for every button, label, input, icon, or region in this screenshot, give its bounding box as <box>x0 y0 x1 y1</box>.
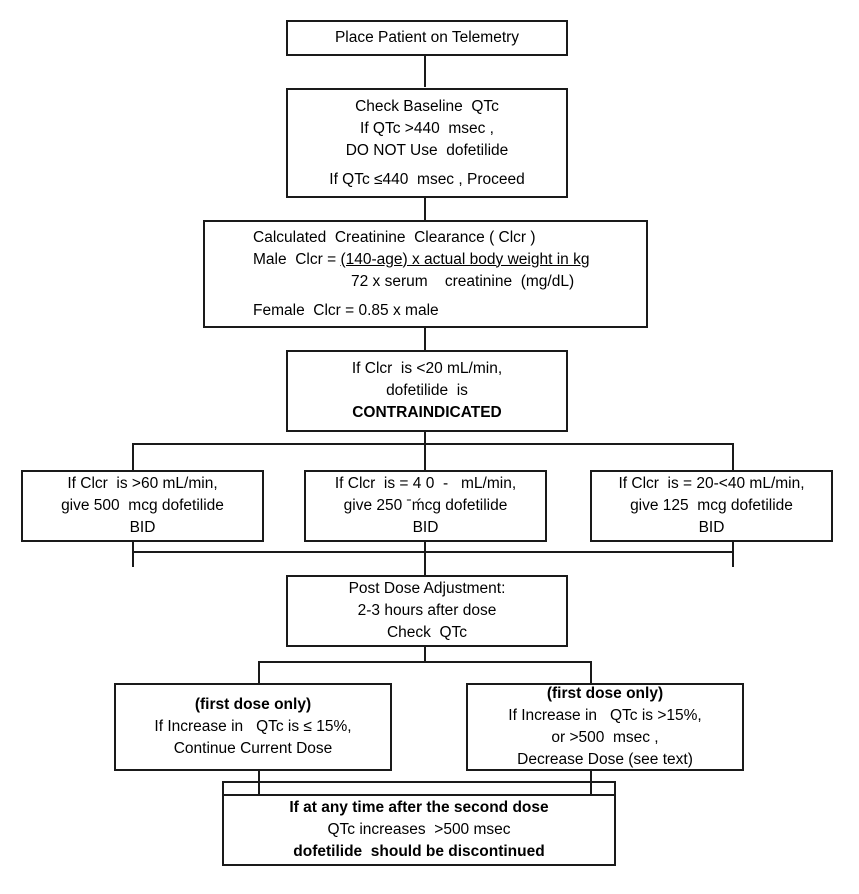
node-line: Continue Current Dose <box>173 740 333 757</box>
node-line: Decrease Dose (see text) <box>517 751 693 768</box>
node-line: If Clcr is = 4 0 - mL/min, <box>334 475 517 492</box>
connector-split-drop-middle <box>424 443 426 471</box>
node-calculated-creatinine-clearance[interactable]: Calculated Creatinine Clearance ( Clcr )… <box>203 220 648 328</box>
node-check-baseline-qtc[interactable]: Check Baseline QTc If QTc >440 msec , DO… <box>286 88 568 198</box>
connector-creatinine-to-contraindicated <box>424 326 426 350</box>
connector-split-drop-left <box>132 443 134 471</box>
node-line: 2-3 hours after dose <box>357 602 497 619</box>
node-line: Place Patient on Telemetry <box>334 29 520 46</box>
formula-denominator: 72 x serum creatinine (mg/dL) <box>351 272 575 290</box>
node-line: If Clcr is >60 mL/min, <box>67 475 218 492</box>
connector-qtc-split-bus <box>258 661 592 663</box>
node-continue-current-dose[interactable]: (first dose only) If Increase in QTc is … <box>114 683 392 771</box>
connector-final-drop-left <box>222 781 224 795</box>
node-line-emphasis: If at any time after the second dose <box>289 799 549 816</box>
node-line: give 250 ˉḿcg dofetilide <box>343 497 508 514</box>
node-line: give 500 mcg dofetilide <box>61 497 224 514</box>
node-line: Calculated Creatinine Clearance ( Clcr ) <box>253 228 536 246</box>
node-line-emphasis: (first dose only) <box>194 696 312 713</box>
connector-merge-to-postdose <box>424 551 426 575</box>
connector-telemetry-to-baseline <box>424 54 426 87</box>
node-line: If Increase in QTc is >15%, <box>508 707 702 724</box>
node-line: BID <box>412 519 439 536</box>
node-discontinue-dofetilide[interactable]: If at any time after the second dose QTc… <box>222 794 616 866</box>
node-line-emphasis: CONTRAINDICATED <box>352 404 502 421</box>
connector-merge-rise-right <box>732 541 734 567</box>
node-line: dofetilide is <box>386 382 468 399</box>
connector-dose-split-bus <box>132 443 734 445</box>
node-line: If Increase in QTc is ≤ 15%, <box>154 718 352 735</box>
node-post-dose-adjustment[interactable]: Post Dose Adjustment: 2-3 hours after do… <box>286 575 568 647</box>
connector-qtc-drop-left <box>258 661 260 684</box>
formula-numerator: (140-age) x actual body weight in kg <box>340 250 590 268</box>
node-line: Check QTc <box>386 624 468 641</box>
formula-female: Female Clcr = 0.85 x male <box>253 301 439 319</box>
connector-final-drop-right <box>614 781 616 795</box>
node-line: give 125 mcg dofetilide <box>630 497 793 514</box>
connector-qtc-drop-right <box>590 661 592 684</box>
node-decrease-dose[interactable]: (first dose only) If Increase in QTc is … <box>466 683 744 771</box>
node-place-patient-on-telemetry[interactable]: Place Patient on Telemetry <box>286 20 568 56</box>
connector-merge-rise-left <box>132 541 134 567</box>
node-dose-500-mcg[interactable]: If Clcr is >60 mL/min, give 500 mcg dofe… <box>21 470 264 542</box>
node-line: Check Baseline QTc <box>355 97 499 115</box>
node-dose-125-mcg[interactable]: If Clcr is = 20-<40 mL/min, give 125 mcg… <box>590 470 833 542</box>
node-line: BID <box>698 519 725 536</box>
node-contraindicated[interactable]: If Clcr is <20 mL/min, dofetilide is CON… <box>286 350 568 432</box>
node-line-emphasis: (first dose only) <box>546 685 664 702</box>
connector-dose-merge-bus <box>132 551 734 553</box>
node-line: QTc increases >500 msec <box>327 821 511 838</box>
connector-baseline-to-creatinine <box>424 196 426 220</box>
node-line: If QTc >440 msec , <box>360 119 494 137</box>
formula-male-label: Male Clcr = <box>253 250 341 268</box>
node-line: Post Dose Adjustment: <box>348 580 506 597</box>
node-line: or >500 msec , <box>551 729 659 746</box>
node-line-emphasis: dofetilide should be discontinued <box>293 843 545 860</box>
creatinine-formula: Male Clcr = (140-age) x actual body weig… <box>253 249 589 271</box>
connector-contraindicated-stem <box>424 430 426 444</box>
connector-split-drop-right <box>732 443 734 471</box>
node-dose-250-mcg[interactable]: If Clcr is = 4 0 - mL/min, give 250 ˉḿcg… <box>304 470 547 542</box>
connector-final-merge-bus <box>222 781 616 783</box>
node-line: If Clcr is <20 mL/min, <box>351 360 503 377</box>
node-line: If Clcr is = 20-<40 mL/min, <box>618 475 805 492</box>
node-line: DO NOT Use dofetilide <box>345 141 509 159</box>
node-line: If QTc ≤440 msec , Proceed <box>329 170 525 188</box>
connector-postdose-stem <box>424 646 426 663</box>
node-line: BID <box>129 519 156 536</box>
